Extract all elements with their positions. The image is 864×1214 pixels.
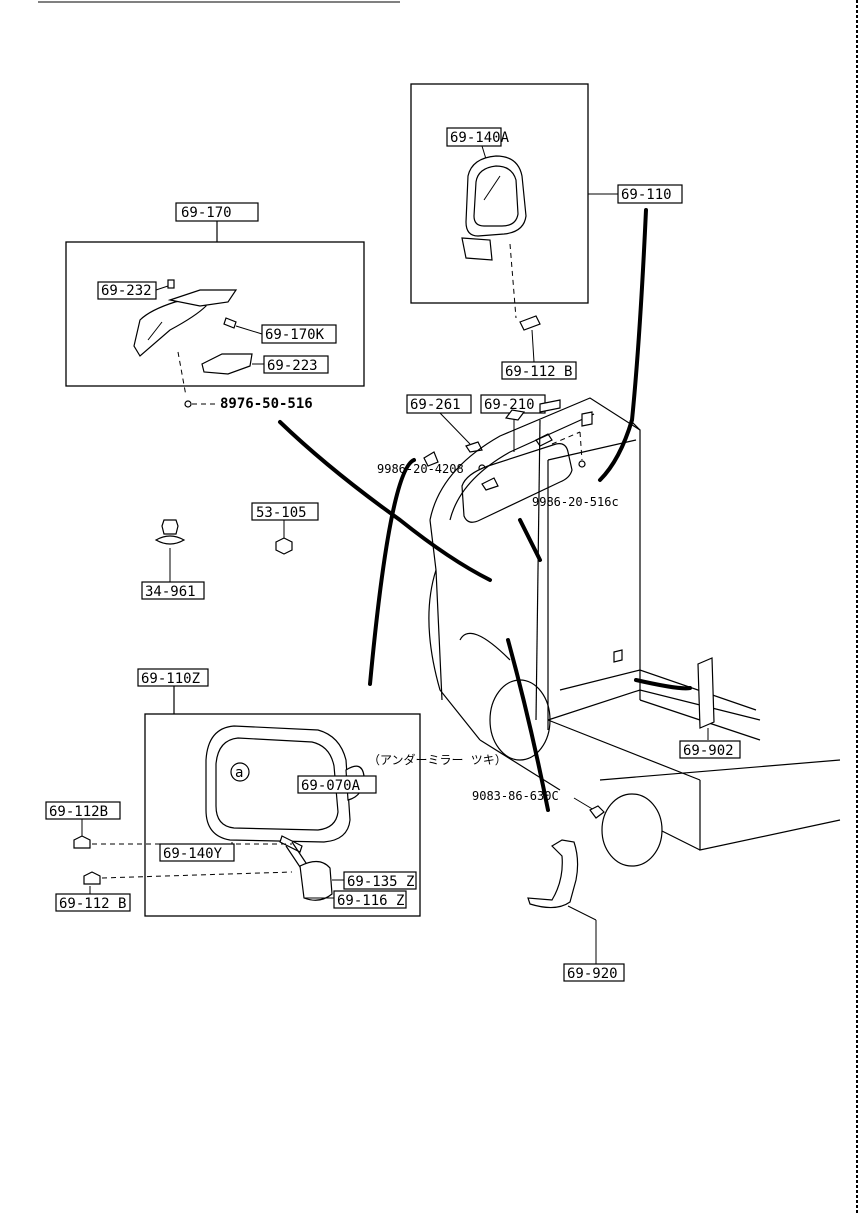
- scan-border: [38, 0, 858, 1214]
- label-69-261: 69-261: [410, 397, 461, 413]
- circle-a-text: a: [235, 765, 243, 781]
- sun-visor-shape: [461, 433, 573, 523]
- visor-clip-shape: [465, 441, 483, 453]
- interior-mirror-panel: 69-170 69-232 69-170K 69-223 8976-50-516: [65, 202, 365, 412]
- label-69-232: 69-232: [101, 283, 152, 299]
- label-69-112B-a: 69-112B: [49, 804, 108, 820]
- label-69-112B-b: 69-112 B: [59, 896, 126, 912]
- label-69-140A: 69-140A: [450, 130, 510, 146]
- assist-grip-69-920: 9083-86-630C 69-920: [472, 789, 625, 982]
- label-69-902: 69-902: [683, 743, 734, 759]
- label-69-170K: 69-170K: [265, 327, 325, 343]
- nut-53-105: 53-105: [251, 502, 319, 555]
- outer-mirror-panel: 69-140A 69-110 69-112 B: [410, 83, 683, 380]
- label-69-112B-top: 69-112 B: [505, 364, 572, 380]
- japanese-note: （アンダーミラー ツキ）: [368, 752, 507, 767]
- side-mirror-panel: 69-110Z a （アンダーミラー ツキ） 69-070A 69-140Y 6…: [137, 668, 507, 917]
- label-69-170: 69-170: [181, 205, 232, 221]
- label-69-116Z: 69-116 Z: [337, 893, 404, 909]
- label-69-920: 69-920: [567, 966, 618, 982]
- screws-69-112B: 69-112B 69-112 B: [45, 801, 293, 912]
- label-9986-20-516c: 9986-20-516c: [532, 495, 619, 509]
- label-9986-20-4208: 9986-20-4208: [377, 462, 464, 476]
- weatherstrip-69-902: 69-902: [679, 728, 741, 759]
- sun-visor-group: 69-261 69-210 9986-20-4208 9986-20-516c: [377, 394, 619, 523]
- label-69-110: 69-110: [621, 187, 672, 203]
- label-69-135Z: 69-135 Z: [347, 874, 414, 890]
- label-34-961: 34-961: [145, 584, 196, 600]
- interior-mirror-shape: [133, 279, 238, 357]
- clip-34-961: 34-961: [141, 519, 205, 600]
- label-9083-86-630C: 9083-86-630C: [472, 789, 559, 803]
- label-69-223: 69-223: [267, 358, 318, 374]
- label-69-210: 69-210: [484, 397, 535, 413]
- clip-shape: [223, 317, 237, 329]
- outer-mirror-shape: [461, 155, 527, 261]
- label-69-110Z: 69-110Z: [141, 671, 200, 687]
- label-69-070A: 69-070A: [301, 778, 361, 794]
- leader-lines: [278, 208, 692, 812]
- label-8976-50-516: 8976-50-516: [220, 396, 313, 412]
- side-mirror-shape: a: [205, 725, 365, 901]
- label-69-140Y: 69-140Y: [163, 846, 223, 862]
- cover-shape: [201, 353, 253, 375]
- label-53-105: 53-105: [256, 505, 307, 521]
